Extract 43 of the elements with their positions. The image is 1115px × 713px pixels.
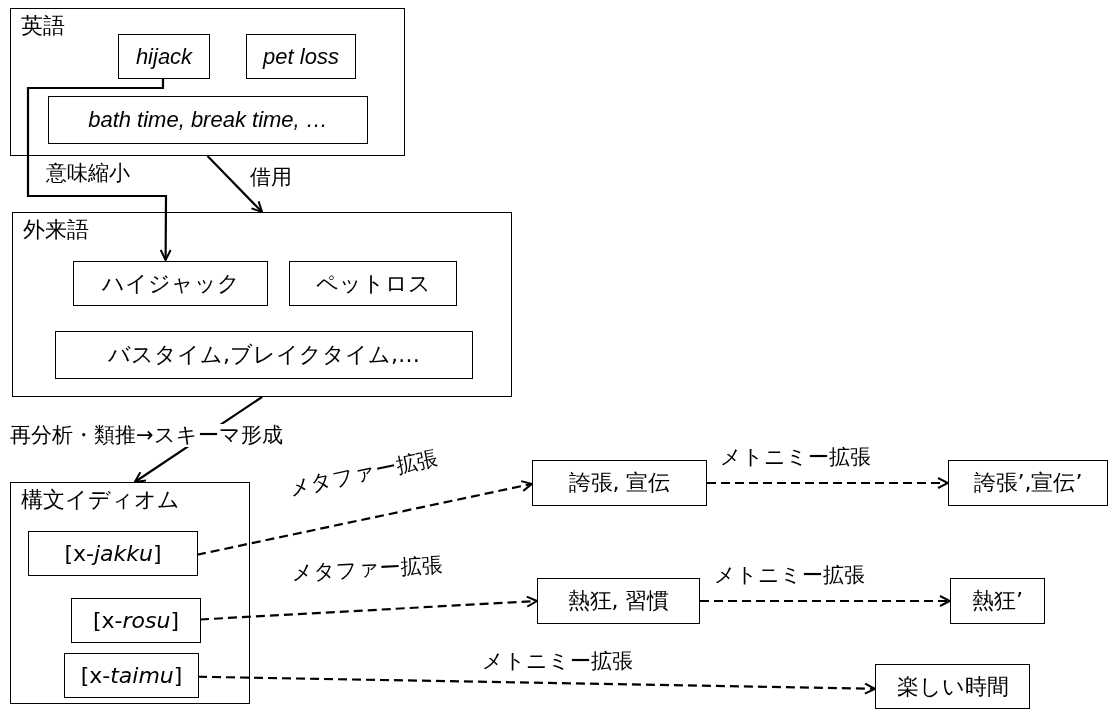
group-heading: 英語	[21, 12, 65, 40]
term-box	[118, 34, 210, 79]
term-box	[289, 261, 457, 306]
term-text: [x-jakku]	[64, 541, 162, 566]
term-box	[71, 598, 201, 643]
term-text: 楽しい時間	[896, 672, 1009, 701]
term-box	[246, 34, 356, 79]
term-text: ハイジャック	[101, 269, 240, 298]
term-text: 熱狂’	[972, 587, 1023, 615]
arrow	[197, 675, 876, 695]
term-text: バスタイム,ブレイクタイム,…	[108, 341, 420, 369]
group-heading: 外来語	[23, 216, 89, 244]
term-box	[948, 460, 1108, 506]
group-box	[10, 482, 250, 704]
term-text: 誇張’,宣伝’	[973, 469, 1083, 497]
term-text: 熱狂, 習慣	[567, 587, 670, 615]
term-box	[64, 653, 199, 698]
term-text: [x-taimu]	[80, 663, 183, 688]
term-box	[532, 460, 707, 506]
term-text: ペットロス	[315, 269, 431, 298]
term-box	[537, 578, 700, 624]
group-box	[10, 8, 405, 156]
term-box	[73, 261, 268, 306]
edge-label: 再分析・類推→スキーマ形成	[8, 424, 285, 448]
term-text: hijack	[135, 43, 193, 70]
term-box	[950, 578, 1045, 624]
arrow	[707, 477, 949, 489]
group-box	[12, 212, 512, 397]
term-box	[28, 531, 198, 576]
term-box	[48, 96, 368, 144]
term-text: bath time, break time, …	[88, 107, 328, 133]
term-text: 誇張, 宣伝	[568, 469, 671, 497]
term-text: [x-rosu]	[92, 608, 180, 633]
term-text: pet loss	[263, 43, 339, 70]
edge-label: 意味縮小	[44, 162, 132, 186]
arrow	[196, 480, 533, 556]
arrow	[700, 595, 951, 607]
group-heading: 構文イディオム	[21, 486, 180, 514]
arrow	[26, 78, 172, 261]
arrow	[206, 155, 263, 213]
term-box	[875, 664, 1030, 709]
term-box	[55, 331, 473, 379]
arrow	[199, 595, 538, 621]
